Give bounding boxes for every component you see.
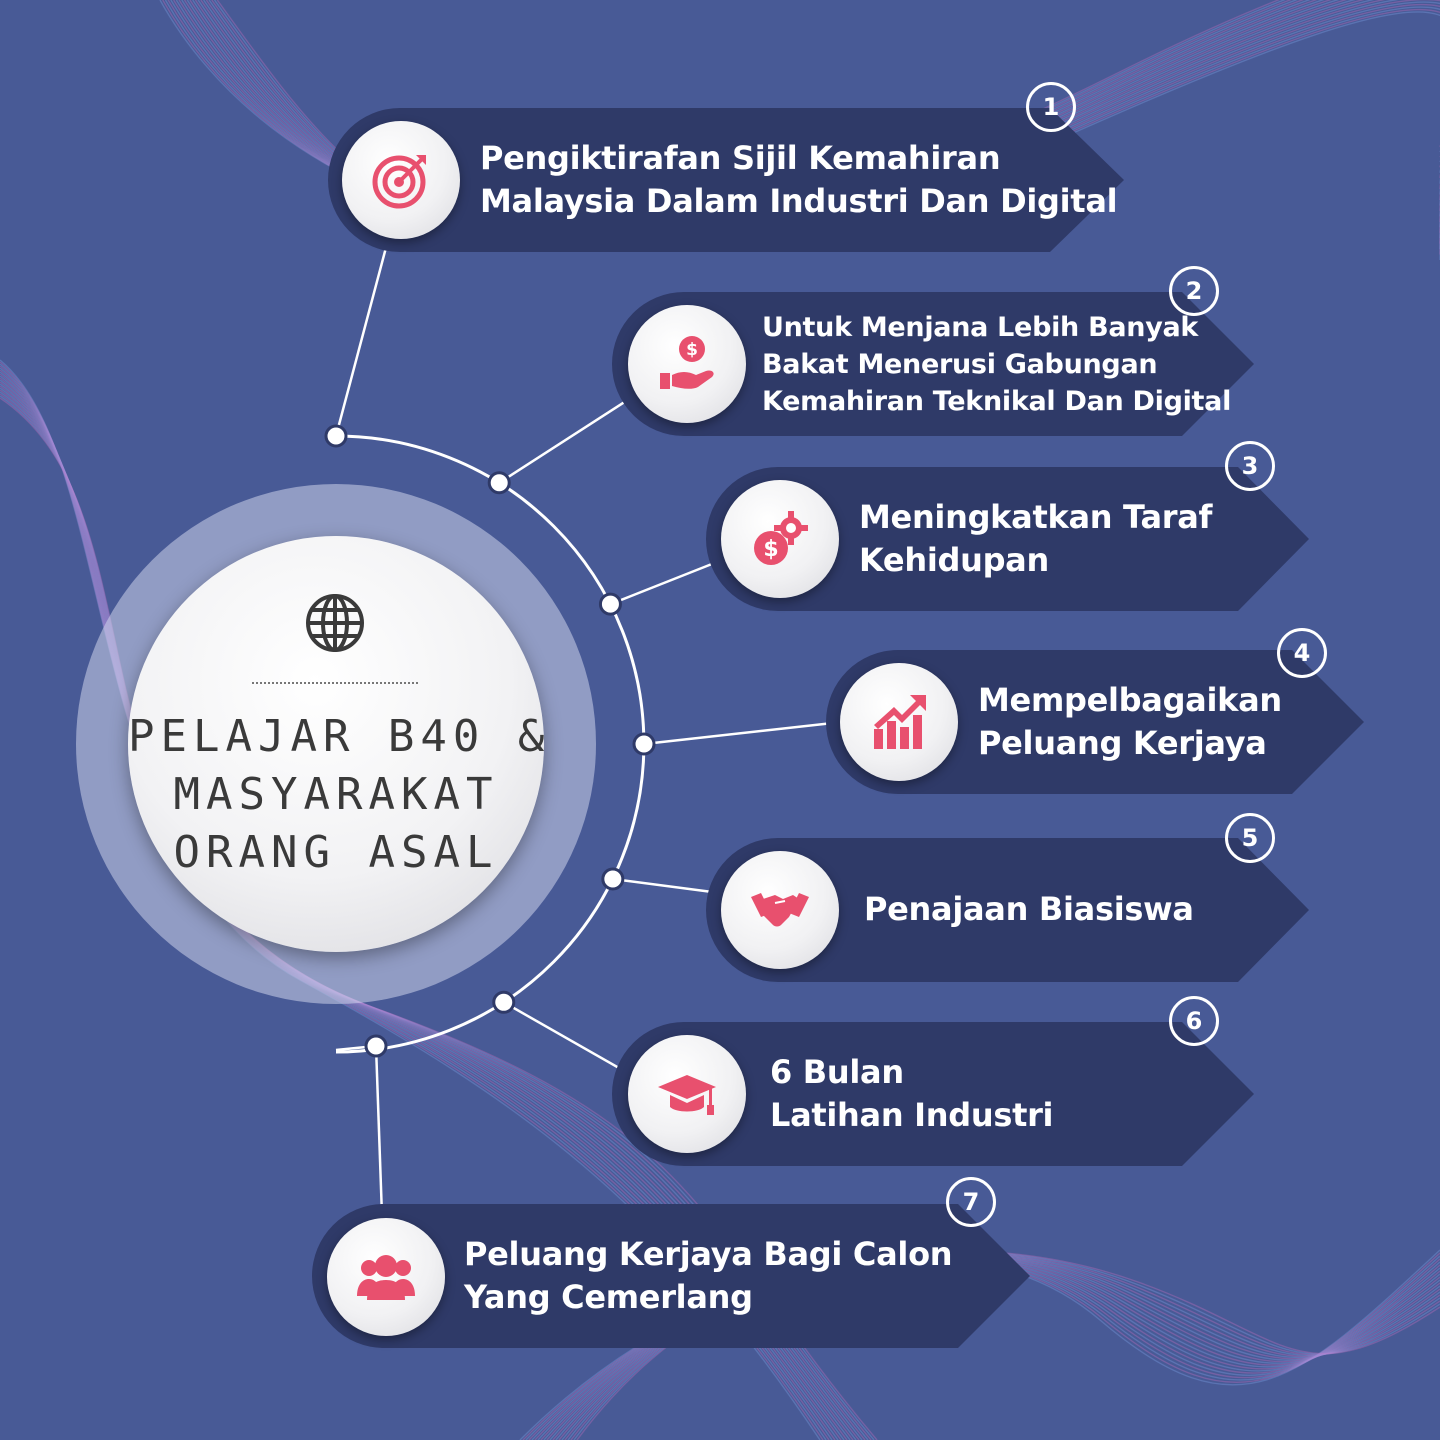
- item-icon-circle: $: [628, 305, 746, 423]
- item-banner-3: $ Meningkatkan Taraf Kehidupan: [706, 467, 1311, 611]
- svg-text:$: $: [686, 340, 698, 360]
- item-text-line: Untuk Menjana Lebih Banyak: [762, 312, 1199, 343]
- item-icon-circle: $: [721, 480, 839, 598]
- connector-node: [632, 732, 656, 756]
- step-number-badge: 1: [1026, 82, 1076, 132]
- connector-node: [601, 867, 625, 891]
- connector-line: [612, 877, 721, 895]
- item-banner-6: 6 Bulan Latihan Industri: [612, 1022, 1256, 1166]
- item-text-line: Meningkatkan Taraf: [859, 498, 1213, 536]
- target-icon: [372, 155, 426, 209]
- item-icon-circle: [342, 121, 460, 239]
- connector-node: [598, 592, 622, 616]
- people-icon: [357, 1255, 415, 1300]
- item-banner-1: Pengiktirafan Sijil Kemahiran Malaysia D…: [328, 108, 1128, 252]
- item-text: Pengiktirafan Sijil Kemahiran Malaysia D…: [480, 137, 1118, 223]
- item-text-line: Malaysia Dalam Industri Dan Digital: [480, 182, 1118, 220]
- item-text-line: Mempelbagaikan: [978, 681, 1282, 719]
- hub-title-line: PELAJAR B40 &: [128, 711, 551, 762]
- connector-node: [364, 1034, 388, 1058]
- growth-chart-icon: [874, 695, 926, 749]
- hub-divider: [252, 682, 418, 684]
- connector-line: [374, 1045, 384, 1217]
- connector-line: [498, 390, 641, 484]
- item-text-line: Bakat Menerusi Gabungan: [762, 349, 1158, 380]
- item-text-line: Yang Cemerlang: [464, 1278, 753, 1316]
- connector-line: [609, 558, 723, 606]
- connector-node: [324, 424, 348, 448]
- step-number-badge: 6: [1169, 996, 1219, 1046]
- handshake-icon: [751, 893, 809, 927]
- connector-line: [643, 720, 843, 746]
- hub-title: PELAJAR B40 & MASYARAKAT ORANG ASAL: [128, 708, 544, 882]
- item-text: Peluang Kerjaya Bagi Calon Yang Cemerlan…: [464, 1233, 953, 1319]
- step-number-badge: 5: [1225, 813, 1275, 863]
- money-hand-icon: $: [660, 336, 714, 389]
- item-text-line: Penajaan Biasiswa: [864, 890, 1194, 928]
- item-banner-4: Mempelbagaikan Peluang Kerjaya: [826, 650, 1366, 794]
- item-icon-circle: [840, 663, 958, 781]
- item-text-line: Latihan Industri: [770, 1096, 1054, 1134]
- item-banner-7: Peluang Kerjaya Bagi Calon Yang Cemerlan…: [312, 1204, 1032, 1348]
- connector-line: [334, 239, 390, 437]
- item-text: 6 Bulan Latihan Industri: [770, 1051, 1054, 1137]
- step-number-badge: 2: [1169, 266, 1219, 316]
- connector-node: [492, 990, 516, 1014]
- globe-icon: [306, 594, 364, 652]
- svg-text:$: $: [763, 537, 778, 562]
- item-text: Penajaan Biasiswa: [864, 888, 1194, 931]
- item-text-line: Peluang Kerjaya Bagi Calon: [464, 1235, 953, 1273]
- item-banner-2: $ Untuk Menjana Lebih Banyak Bakat Mener…: [612, 292, 1256, 436]
- step-number-badge: 3: [1225, 441, 1275, 491]
- item-banner-5: Penajaan Biasiswa: [706, 838, 1311, 982]
- graduation-cap-icon: [658, 1075, 716, 1115]
- item-text-line: Pengiktirafan Sijil Kemahiran: [480, 139, 1001, 177]
- item-icon-circle: [327, 1218, 445, 1336]
- item-text: Meningkatkan Taraf Kehidupan: [859, 496, 1212, 582]
- item-text-line: 6 Bulan: [770, 1053, 904, 1091]
- item-text-line: Kehidupan: [859, 541, 1049, 579]
- item-text: Untuk Menjana Lebih Banyak Bakat Menerus…: [762, 309, 1231, 420]
- item-text-line: Kemahiran Teknikal Dan Digital: [762, 386, 1232, 417]
- hub-title-line: MASYARAKAT: [173, 769, 499, 820]
- gear-dollar-icon: $: [754, 511, 808, 565]
- hub-title-line: ORANG ASAL: [173, 827, 499, 878]
- item-text: Mempelbagaikan Peluang Kerjaya: [978, 679, 1282, 765]
- item-icon-circle: [628, 1035, 746, 1153]
- item-icon-circle: [721, 851, 839, 969]
- step-number-badge: 4: [1277, 628, 1327, 678]
- connector-node: [487, 471, 511, 495]
- step-number-badge: 7: [946, 1177, 996, 1227]
- item-text-line: Peluang Kerjaya: [978, 724, 1267, 762]
